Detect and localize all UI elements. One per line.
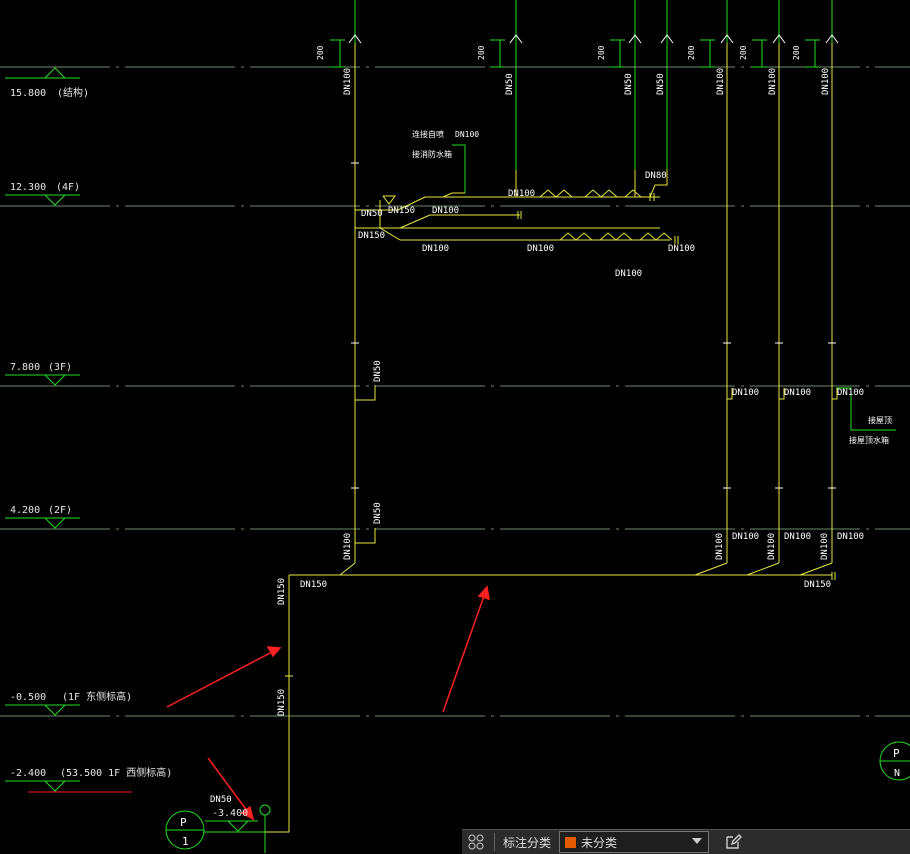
riser-tag-right[interactable]: P N [879, 741, 910, 781]
level-elev: 15.800 [10, 88, 46, 99]
category-select[interactable]: 未分类 [559, 831, 710, 853]
annotation-arrow [207, 757, 249, 813]
note-text: 连接自喷 [412, 129, 444, 139]
level-note: (3F) [48, 362, 72, 373]
pipe-size-label: DN150 [277, 689, 287, 716]
pipe-labels-vertical: DN100 DN50 DN50 DN50 DN100 DN100 DN100 2… [277, 45, 831, 716]
green-risers [354, 0, 896, 431]
pipe-size-label: DN100 [715, 533, 725, 560]
pipe-size-label: DN100 [422, 244, 449, 254]
pipe-size-label: DN100 [615, 269, 642, 279]
level-markers [5, 67, 80, 792]
pipe-size-label: DN100 [784, 388, 811, 398]
riser-tag-bottom: 1 [182, 835, 189, 848]
note-text: 接消防水箱 [412, 149, 452, 159]
note-blocks: 连接自喷 DN100 接消防水箱 接屋顶 接屋顶水箱 [412, 129, 892, 445]
pipe-size-label: DN150 [358, 231, 385, 241]
pipe-size-label: DN150 [388, 206, 415, 216]
pipe-size-label: DN100 [508, 189, 535, 199]
pipe-size-label: DN50 [361, 209, 383, 219]
pipe-size-label: DN150 [300, 580, 327, 590]
category-selected-value: 未分类 [581, 835, 618, 850]
pipe-size-label: DN80 [645, 171, 667, 181]
dim-label: 200 [597, 45, 606, 60]
bottom-level-marker [205, 820, 258, 832]
note-text: 接屋顶 [868, 415, 892, 425]
dim-label: 200 [316, 45, 325, 60]
level-elev: 4.200 [10, 505, 40, 516]
annotation-arrowhead [266, 646, 282, 658]
annotation-category-toolbar: 标注分类 未分类 [462, 829, 910, 854]
note-text: 接屋顶水箱 [849, 435, 889, 445]
level-labels: 15.800 (结构) 12.300 (4F) 7.800 (3F) 4.200… [10, 86, 172, 779]
riser-tag-top: P [180, 816, 187, 829]
pipe-size-label: DN100 [821, 68, 831, 95]
level-note: (2F) [48, 505, 72, 516]
annotation-arrowhead [240, 805, 255, 821]
pipe-size-label: DN100 [732, 388, 759, 398]
riser-tag-p1[interactable]: P 1 [165, 810, 264, 850]
pipe-labels-horizontal: DN100 DN80 DN50 DN150 DN100 DN150 DN100 … [300, 171, 864, 590]
pipe-size-label: DN100 [668, 244, 695, 254]
level-note: (1F 东侧标高) [62, 690, 132, 703]
edit-icon[interactable] [721, 831, 745, 853]
toolbar-divider [494, 833, 495, 851]
floor-lines [0, 66, 910, 717]
pipe-size-label: DN100 [343, 533, 353, 560]
annotation-arrowhead [477, 585, 490, 601]
pipe-size-label: DN100 [837, 532, 864, 542]
pipe-size-label: DN50 [656, 73, 666, 95]
level-elev: -0.500 [10, 692, 46, 703]
bottom-dn-label: DN50 [210, 795, 232, 805]
category-caption: 标注分类 [503, 835, 552, 850]
valve-symbol [259, 804, 271, 853]
dim-label: 200 [477, 45, 486, 60]
pipe-size-label: DN100 [432, 206, 459, 216]
pipe-size-label: DN100 [820, 533, 830, 560]
grid-icon[interactable] [462, 830, 490, 854]
annotation-arrow [442, 595, 485, 713]
red-arrows [166, 585, 490, 821]
bottom-elev-label: -3.400 [212, 808, 248, 819]
pipe-size-label: DN100 [784, 532, 811, 542]
dim-label: 200 [687, 45, 696, 60]
yellow-pipes [264, 43, 838, 833]
pipe-size-label: DN50 [505, 73, 515, 95]
pipe-size-label: DN100 [527, 244, 554, 254]
level-elev: -2.400 [10, 768, 46, 779]
pipe-size-label: DN50 [373, 360, 383, 382]
level-elev: 12.300 [10, 182, 46, 193]
chevron-down-icon [692, 838, 703, 844]
pipe-size-label: DN100 [732, 532, 759, 542]
exhaust-arrows [348, 34, 839, 44]
pipe-size-label: DN100 [768, 68, 778, 95]
dimension-marks [330, 39, 820, 68]
riser-tag-bottom: N [894, 768, 900, 779]
level-note: (结构) [57, 86, 89, 99]
level-elev: 7.800 [10, 362, 40, 373]
annotation-arrow [166, 651, 273, 708]
level-note: (53.500 1F 西侧标高) [60, 766, 172, 779]
pipe-size-label: DN100 [716, 68, 726, 95]
category-color-swatch [565, 836, 577, 848]
riser-tag-top: P [893, 747, 900, 760]
pipe-size-label: DN150 [277, 578, 287, 605]
pipe-size-label: DN150 [804, 580, 831, 590]
riser-ticks [351, 162, 836, 489]
dim-label: 200 [792, 45, 801, 60]
note-text: DN100 [455, 130, 479, 139]
pipe-size-label: DN100 [837, 388, 864, 398]
dim-label: 200 [739, 45, 748, 60]
pipe-size-label: DN50 [624, 73, 634, 95]
level-note: (4F) [56, 182, 80, 193]
pipe-size-label: DN100 [767, 533, 777, 560]
pipe-size-label: DN100 [343, 68, 353, 95]
pipe-size-label: DN50 [373, 502, 383, 524]
